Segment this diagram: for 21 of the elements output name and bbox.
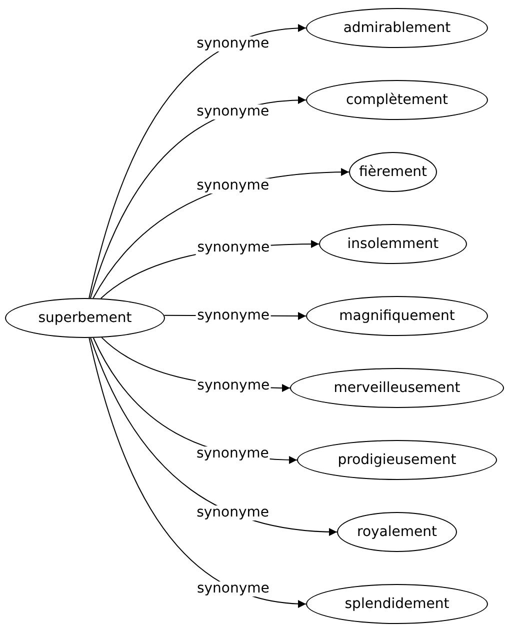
- edge-label: synonyme: [196, 36, 270, 52]
- edge-label: synonyme: [196, 178, 270, 194]
- edge-label: synonyme: [196, 240, 271, 256]
- ellipse-node: merveilleusement: [290, 368, 504, 408]
- ellipse-node: superbement: [5, 298, 165, 338]
- edge-label: synonyme: [196, 104, 270, 120]
- edge-label: synonyme: [196, 581, 270, 596]
- ellipse-node: royalement: [337, 512, 457, 552]
- edge-label: synonyme: [196, 506, 270, 521]
- edge-label: synonyme: [196, 378, 271, 394]
- ellipse-node: magnifiquement: [306, 296, 488, 336]
- ellipse-node: insolemment: [319, 224, 467, 264]
- edge-label: synonyme: [195, 446, 270, 462]
- arrow: [88, 337, 306, 608]
- arrow: [88, 24, 306, 299]
- ellipse-node: splendidement: [306, 584, 488, 624]
- arrow: [90, 337, 338, 536]
- ellipse-node: admirablement: [306, 8, 488, 48]
- ellipse-node: complètement: [306, 80, 488, 120]
- ellipse-node: prodigieusement: [297, 440, 497, 480]
- ellipse-node: fièrement: [349, 152, 437, 192]
